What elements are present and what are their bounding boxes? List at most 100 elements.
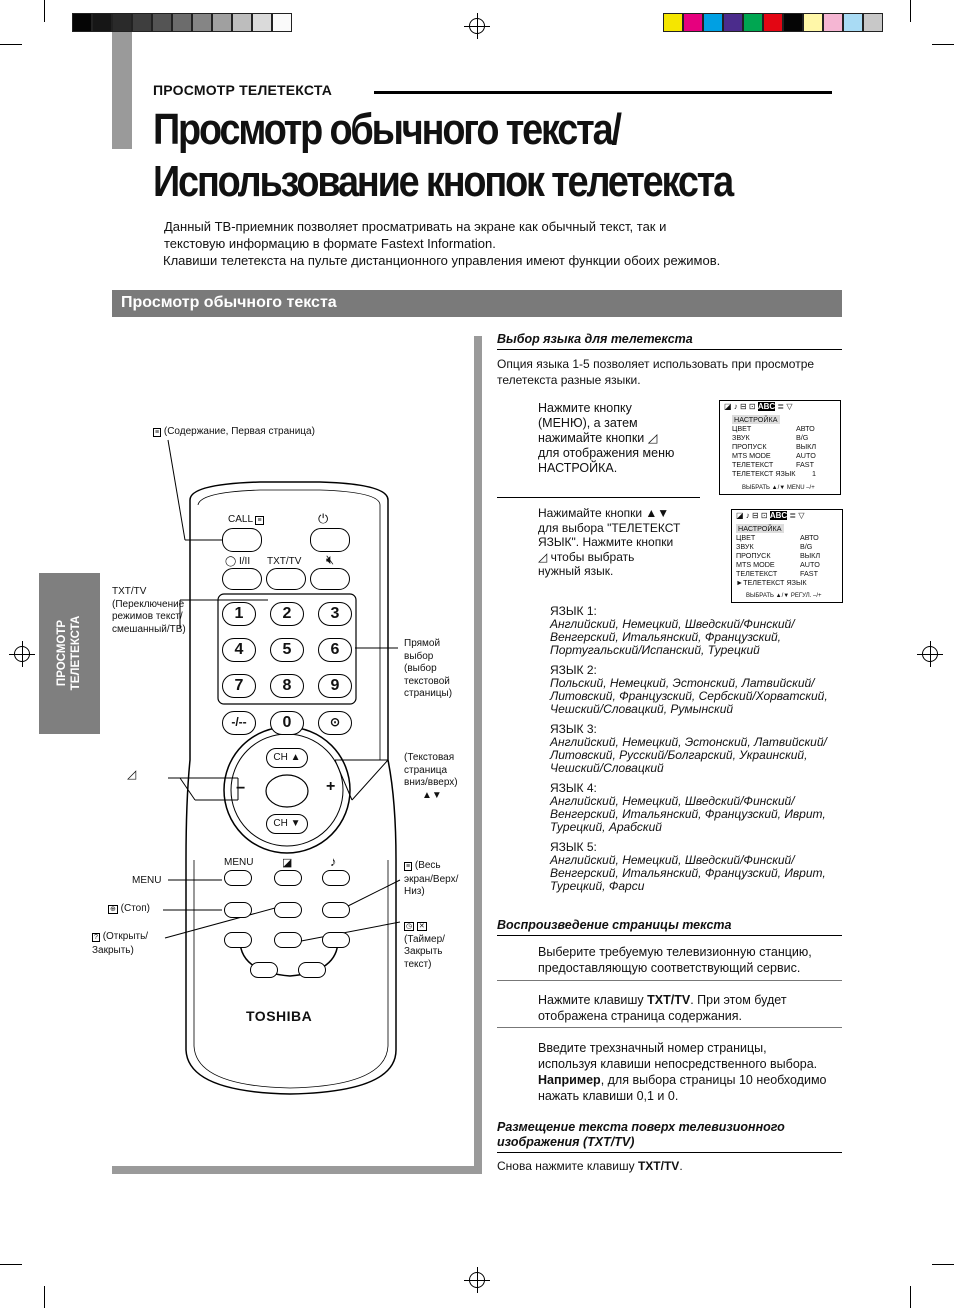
language-item-4: ЯЗЫК 4: Английский, Немецкий, Шведский/Ф… — [550, 781, 826, 834]
intro-line3: Клавиши телетекста на пульте дистанционн… — [163, 253, 721, 268]
registration-mark-icon — [9, 641, 35, 667]
page-title-line1: Просмотр обычного текста/ — [153, 105, 622, 154]
recall-button[interactable]: ⊙ — [318, 711, 352, 735]
red-button[interactable] — [224, 932, 252, 948]
mute-button[interactable] — [310, 568, 350, 590]
crop-mark — [932, 1264, 954, 1265]
rule — [497, 980, 842, 981]
call-label: CALL ≡ — [228, 514, 264, 525]
dual-button[interactable] — [222, 568, 262, 590]
digit-button-1[interactable]: 1 — [222, 602, 256, 626]
digit-button-4[interactable]: 4 — [222, 638, 256, 662]
brand-logo: TOSHIBA — [246, 1008, 313, 1024]
volume-up-icon[interactable]: + — [326, 778, 336, 795]
menu-button[interactable] — [224, 870, 252, 886]
ch-up-button[interactable]: CH ▲ — [266, 748, 308, 768]
header-rule — [374, 91, 832, 94]
power-icon: ⏻ — [318, 511, 329, 526]
registration-mark-icon — [464, 1267, 490, 1293]
page-title-line2: Использование кнопок телетекста — [153, 157, 734, 206]
open-close-callout: ? (Открыть/ Закрыть) — [92, 931, 149, 956]
digit-button-8[interactable]: 8 — [270, 674, 304, 698]
digit-button-9[interactable]: 9 — [318, 674, 352, 698]
picture-button[interactable] — [274, 870, 302, 886]
language-step2: Нажимайте кнопки ▲▼для выбора "ТЕЛЕТЕКСТ… — [538, 506, 681, 578]
full-screen-callout: ≡ (Весь экран/Верх/Низ) — [404, 860, 459, 897]
yellow-button[interactable] — [250, 962, 278, 978]
stop-callout: ⊕ (Стоп) — [108, 903, 150, 914]
language-intro: Опция языка 1-5 позволяет использовать п… — [497, 357, 815, 387]
ch-down-button[interactable]: CH ▼ — [266, 814, 308, 834]
gray-band — [112, 32, 132, 149]
rule — [497, 349, 842, 350]
panel-divider — [474, 336, 482, 1174]
crop-mark — [0, 44, 22, 45]
playback-heading: Воспроизведение страницы текста — [497, 918, 732, 932]
timer-button[interactable] — [274, 932, 302, 948]
crop-mark — [44, 0, 45, 22]
section-bar: Просмотр обычного текста — [112, 290, 842, 317]
playback-step2: Нажмите клавишу TXT/TV. При этом будет о… — [538, 993, 787, 1023]
language-item-3: ЯЗЫК 3: Английский, Немецкий, Эстонский,… — [550, 722, 827, 775]
language-item-2: ЯЗЫК 2: Польский, Немецкий, Эстонский, Л… — [550, 663, 828, 716]
osd-icons: ◪ ♪ ⊟ ⊡ ABC ≣ ▽ — [736, 511, 805, 520]
rule — [497, 1027, 842, 1028]
osd-icons: ◪ ♪ ⊟ ⊡ ABC ≣ ▽ — [724, 402, 793, 411]
digit-button-5[interactable]: 5 — [270, 638, 304, 662]
language-item-5: ЯЗЫК 5: Английский, Немецкий, Шведский/Ф… — [550, 840, 826, 893]
playback-step3: Введите трехзначный номер страницы, испо… — [538, 1041, 827, 1103]
registration-mark-icon — [917, 641, 943, 667]
rule — [497, 1152, 842, 1153]
menu-callout: MENU — [132, 875, 162, 886]
txt-tv-button[interactable] — [266, 568, 306, 590]
crop-mark — [910, 1286, 911, 1308]
blue-button[interactable] — [322, 932, 350, 948]
volume-triangle-icon: ◿ — [127, 767, 137, 781]
sound-icon: ♪ — [330, 854, 337, 869]
digit-button-2[interactable]: 2 — [270, 602, 304, 626]
digit-button-3[interactable]: 3 — [318, 602, 352, 626]
open-close-button[interactable] — [274, 902, 302, 918]
language-list: ЯЗЫК 1: Английский, Немецкий, Шведский/Ф… — [550, 604, 842, 893]
contents-callout: ≡ (Содержание, Первая страница) — [153, 426, 315, 437]
side-tab-line1: ПРОСМОТР — [56, 619, 68, 687]
rule — [497, 497, 700, 498]
crop-mark — [0, 1264, 22, 1265]
volume-down-icon[interactable]: − — [236, 780, 246, 797]
registration-mark-icon — [464, 13, 490, 39]
digit-button-6[interactable]: 6 — [318, 638, 352, 662]
digit-button-7[interactable]: 7 — [222, 674, 256, 698]
power-button[interactable] — [310, 528, 350, 552]
dash-button[interactable]: -/-- — [222, 711, 256, 735]
intro-line2: текстовую информацию в формате Fastext I… — [164, 236, 496, 251]
digit-button-0[interactable]: 0 — [270, 711, 304, 735]
crop-mark — [44, 1286, 45, 1308]
crop-mark — [910, 0, 911, 22]
picture-icon: ◪ — [282, 857, 293, 869]
cyan-button[interactable] — [298, 962, 326, 978]
section-bar-label: Просмотр обычного текста — [121, 294, 337, 311]
crop-mark — [932, 44, 954, 45]
txt-tv-label: TXT/TV — [267, 556, 302, 567]
panel-bottom-rule — [112, 1166, 482, 1174]
playback-step1: Выберите требуемую телевизионную станцию… — [538, 945, 812, 975]
intro-line1: Данный ТВ-приемник позволяет просматрива… — [164, 219, 667, 234]
dual-label: ◯ I/II — [225, 556, 251, 567]
call-button[interactable] — [222, 528, 262, 552]
stop-button[interactable] — [224, 902, 252, 918]
overlay-text: Снова нажмите клавишу TXT/TV. — [497, 1159, 683, 1173]
sound-button[interactable] — [322, 870, 350, 886]
rule — [497, 935, 842, 936]
side-tab: ПРОСМОТР ТЕЛЕТЕКСТА — [39, 573, 100, 734]
menu-label: MENU — [224, 857, 254, 868]
section-label: ПРОСМОТР ТЕЛЕТЕКСТА — [153, 82, 333, 98]
full-screen-button[interactable] — [322, 902, 350, 918]
mute-icon: 🔇︎ — [326, 552, 335, 567]
